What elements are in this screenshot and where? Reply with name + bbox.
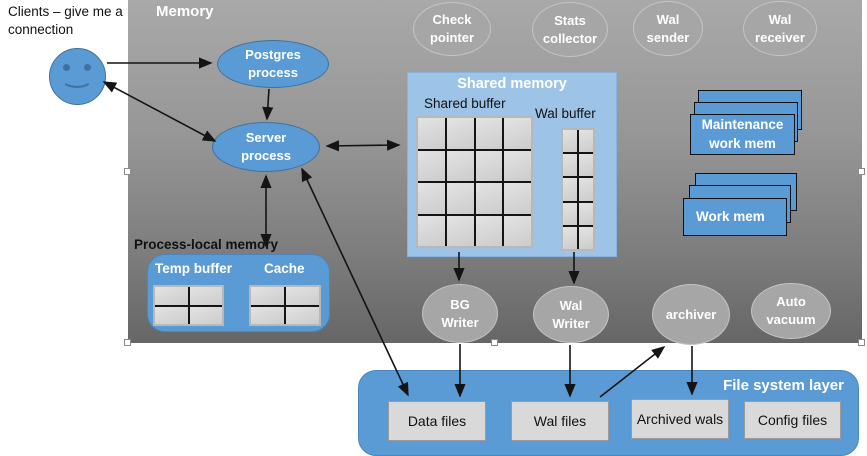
- archived-wals-box[interactable]: Archived wals: [631, 399, 729, 439]
- wal-receiver-ellipse[interactable]: Wal receiver: [743, 1, 817, 56]
- config-files-box[interactable]: Config files: [744, 401, 841, 439]
- wal-buffer-label: Wal buffer: [535, 106, 596, 121]
- wal-files-label: Wal files: [533, 413, 587, 429]
- work-mem[interactable]: Work mem: [683, 198, 787, 236]
- server-process-label: Server process: [241, 130, 291, 163]
- bg-writer-ellipse[interactable]: BG Writer: [422, 284, 498, 343]
- selection-handle-mid-left[interactable]: [124, 168, 131, 175]
- wal-sender-label: Wal sender: [646, 11, 690, 45]
- wal-receiver-label: Wal receiver: [755, 11, 805, 45]
- file-system-layer-box[interactable]: File system layer Data files Wal files A…: [358, 370, 859, 456]
- client-label: Clients – give me a connection: [8, 4, 123, 37]
- stats-collector-ellipse[interactable]: Stats collector: [532, 2, 608, 57]
- process-local-memory-title: Process-local memory: [134, 237, 279, 252]
- grid-cell: [475, 118, 503, 149]
- grid-cell: [446, 183, 474, 214]
- grid-cell: [475, 150, 503, 181]
- wal-buffer-grid: [561, 128, 595, 251]
- check-pointer-ellipse[interactable]: Check pointer: [413, 2, 491, 56]
- bg-writer-label: BG Writer: [441, 296, 479, 330]
- smiley-left-eye: [63, 64, 70, 71]
- grid-cell: [504, 215, 531, 246]
- grid-cell: [504, 150, 531, 181]
- wal-writer-label: Wal Writer: [552, 297, 590, 331]
- grid-cell: [418, 118, 445, 149]
- server-process-ellipse[interactable]: Server process: [212, 122, 320, 172]
- grid-cell: [418, 183, 445, 214]
- wal-sender-ellipse[interactable]: Wal sender: [633, 1, 703, 56]
- temp-buffer-label: Temp buffer: [155, 261, 232, 276]
- stats-collector-label: Stats collector: [542, 12, 598, 46]
- grid-cell: [563, 154, 577, 177]
- maintenance-work-mem-label: Maintenance work mem: [701, 116, 784, 151]
- wal-files-box[interactable]: Wal files: [511, 401, 609, 441]
- grid-cell: [504, 183, 531, 214]
- grid-cell: [579, 178, 593, 201]
- grid-cell: [563, 202, 577, 225]
- check-pointer-label: Check pointer: [429, 12, 475, 45]
- grid-cell: [446, 150, 474, 181]
- shared-buffer-label: Shared buffer: [424, 96, 506, 111]
- cache-grid: [249, 285, 321, 326]
- grid-cell: [504, 118, 531, 149]
- grid-cell: [579, 202, 593, 225]
- grid-cell: [563, 130, 577, 153]
- grid-cell: [189, 287, 222, 305]
- archiver-ellipse[interactable]: archiver: [652, 284, 730, 345]
- grid-cell: [446, 215, 474, 246]
- config-files-label: Config files: [757, 412, 828, 428]
- shared-memory-box[interactable]: Shared memory Shared buffer Wal buffer: [407, 72, 617, 257]
- grid-cell: [579, 226, 593, 249]
- work-mem-label: Work mem: [696, 208, 765, 224]
- auto-vacuum-label: Auto vacuum: [766, 294, 816, 327]
- selection-handle-mid-right[interactable]: [858, 168, 865, 175]
- grid-cell: [418, 150, 445, 181]
- grid-cell: [475, 215, 503, 246]
- grid-cell: [155, 306, 188, 324]
- postgres-process-ellipse[interactable]: Postgres process: [217, 40, 329, 88]
- cache-label: Cache: [264, 261, 305, 276]
- grid-cell: [155, 287, 188, 305]
- grid-cell: [286, 306, 319, 324]
- smiley-right-eye: [84, 64, 91, 71]
- selection-handle-bottom-center[interactable]: [491, 339, 498, 346]
- grid-cell: [189, 306, 222, 324]
- smiley-mouth: [61, 69, 93, 88]
- maintenance-work-mem[interactable]: Maintenance work mem: [690, 114, 795, 155]
- grid-cell: [251, 287, 284, 305]
- auto-vacuum-ellipse[interactable]: Auto vacuum: [751, 283, 831, 339]
- wal-writer-ellipse[interactable]: Wal Writer: [533, 286, 609, 343]
- grid-cell: [418, 215, 445, 246]
- process-local-memory-box[interactable]: Temp buffer Cache: [147, 254, 330, 332]
- grid-cell: [579, 130, 593, 153]
- grid-cell: [563, 178, 577, 201]
- grid-cell: [251, 306, 284, 324]
- archived-wals-label: Archived wals: [636, 411, 724, 427]
- memory-title: Memory: [156, 3, 214, 20]
- shared-memory-title: Shared memory: [457, 76, 567, 92]
- grid-cell: [579, 154, 593, 177]
- selection-handle-bottom-left[interactable]: [124, 339, 131, 346]
- grid-cell: [286, 287, 319, 305]
- smiley-face-icon[interactable]: [49, 48, 106, 105]
- postgres-process-label: Postgres process: [245, 47, 301, 80]
- selection-handle-bottom-right[interactable]: [858, 339, 865, 346]
- grid-cell: [446, 118, 474, 149]
- archiver-label: archiver: [665, 306, 717, 322]
- file-system-layer-title: File system layer: [723, 377, 844, 394]
- grid-cell: [563, 226, 577, 249]
- grid-cell: [475, 183, 503, 214]
- data-files-label: Data files: [407, 413, 467, 429]
- shared-buffer-grid: [416, 116, 533, 248]
- temp-buffer-grid: [153, 285, 224, 326]
- data-files-box[interactable]: Data files: [388, 401, 486, 441]
